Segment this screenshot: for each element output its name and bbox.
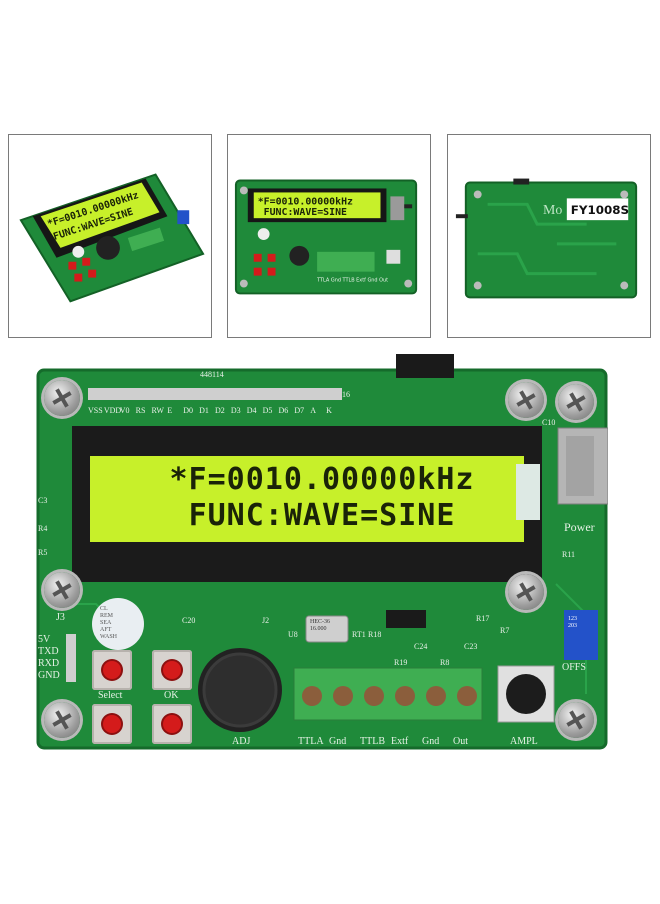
terminal-label: TTLB <box>360 736 385 747</box>
lcd-pin-label: RW <box>151 406 164 415</box>
ok-button[interactable] <box>152 704 192 744</box>
mount-screw-bottom-left <box>44 702 80 738</box>
lcd-pin-label: K <box>326 406 332 415</box>
thumbnail-back[interactable]: Mo FY1008S <box>447 134 651 338</box>
r7-label: R7 <box>500 626 510 635</box>
pin16-label: 16 <box>342 390 350 399</box>
board-angled-image: *F=0010.00000kHz FUNC:WAVE=SINE <box>19 173 205 303</box>
r5-label: R5 <box>38 548 48 557</box>
serial-pin-label: GND <box>38 670 60 681</box>
board-front-image: *F=0010.00000kHz FUNC:WAVE=SINE TTLA Gnd… <box>234 179 418 295</box>
thumbnail-front[interactable]: *F=0010.00000kHz FUNC:WAVE=SINE TTLA Gnd… <box>227 134 431 338</box>
crystal-label: HEC-36 16.000 <box>310 619 330 632</box>
j3-label: J3 <box>56 612 65 623</box>
mount-screw-top-left <box>44 380 80 416</box>
mount-screw-top-right <box>508 382 544 418</box>
thumb3-model-label: FY1008S <box>571 203 629 217</box>
thumb3-partial-text: Mo <box>543 202 562 217</box>
lcd-pin-label: VDD <box>103 406 122 415</box>
serial-pin-label: RXD <box>38 658 60 669</box>
r17-label: R17 <box>476 614 490 623</box>
lcd-pin-label: D2 <box>215 406 225 415</box>
lcd-pin-label: D7 <box>294 406 305 415</box>
ok-label: OK <box>164 690 179 701</box>
terminal-label: TTLA <box>298 736 324 747</box>
terminal-label: Gnd <box>422 736 440 747</box>
u8-label: U8 <box>288 630 298 639</box>
thumb2-terminal-labels: TTLA Gnd TTLB Extf Gnd Out <box>316 278 388 284</box>
r8-label: R8 <box>440 658 450 667</box>
lcd-pin-label: V0 <box>119 406 130 415</box>
lcd-pin-label: D0 <box>183 406 194 415</box>
lcd-frequency-line: *F=0010.00000kHz <box>169 462 475 497</box>
pot-marking: 123 203 <box>568 616 577 629</box>
select-label: Select <box>98 690 123 701</box>
header-code: 448114 <box>200 370 224 379</box>
thumb2-lcd-line2: FUNC:WAVE=SINE <box>264 207 347 218</box>
terminal-label: Extf <box>391 736 409 747</box>
mount-screw-bottom-right <box>558 702 594 738</box>
r4-label: R4 <box>38 524 48 533</box>
rt1-label: RT1 <box>352 630 366 639</box>
lcd-pin-label: E <box>167 406 173 415</box>
terminal-label: Gnd <box>329 736 347 747</box>
lcd-pin-label: D5 <box>262 406 273 415</box>
lcd-pin-label: D3 <box>230 406 241 415</box>
c10-label: C10 <box>542 418 556 427</box>
power-label: Power <box>564 520 595 534</box>
ampl-label: AMPL <box>510 736 538 747</box>
thumb2-lcd-line1: *F=0010.00000kHz <box>258 196 353 207</box>
r18-label: R18 <box>368 630 382 639</box>
c20-label: C20 <box>182 616 196 625</box>
mount-screw-mid-right <box>508 574 544 610</box>
board-back-image: Mo FY1008S <box>455 178 638 299</box>
lcd-pin-label: RS <box>135 406 146 415</box>
mount-screw-corner-right <box>558 384 594 420</box>
lcd-pin-label: D6 <box>278 406 289 415</box>
lcd-header-pins <box>88 388 342 400</box>
offs-label: OFFS <box>562 662 586 673</box>
c24-label: C24 <box>414 642 428 651</box>
r19-label: R19 <box>394 658 408 667</box>
r11-label: R11 <box>562 550 576 559</box>
j2-label: J2 <box>262 616 270 625</box>
lcd-pin-label: D4 <box>246 406 257 415</box>
mount-screw-mid-left <box>44 572 80 608</box>
c3-label: C3 <box>38 496 48 505</box>
serial-pin-label: 5V <box>38 634 51 645</box>
lcd-pin-label: A <box>310 406 317 415</box>
c23-label: C23 <box>464 642 478 651</box>
buzzer-sticker: CL REM SEA AFT WASH <box>100 606 118 640</box>
button-top-right[interactable] <box>152 650 192 690</box>
adj-label: ADJ <box>232 736 251 747</box>
serial-pin-label: TXD <box>38 646 59 657</box>
lcd-function-line: FUNC:WAVE=SINE <box>188 498 456 533</box>
lcd-pin-label: D1 <box>199 406 209 415</box>
lcd-pin-label: VSS <box>88 406 103 415</box>
select-button[interactable] <box>92 704 132 744</box>
thumbnail-angled[interactable]: *F=0010.00000kHz FUNC:WAVE=SINE <box>8 134 212 338</box>
main-board-image: *F=0010.00000kHz FUNC:WAVE=SINE 448114 1… <box>36 354 608 750</box>
button-top-left[interactable] <box>92 650 132 690</box>
terminal-label: Out <box>453 736 468 747</box>
